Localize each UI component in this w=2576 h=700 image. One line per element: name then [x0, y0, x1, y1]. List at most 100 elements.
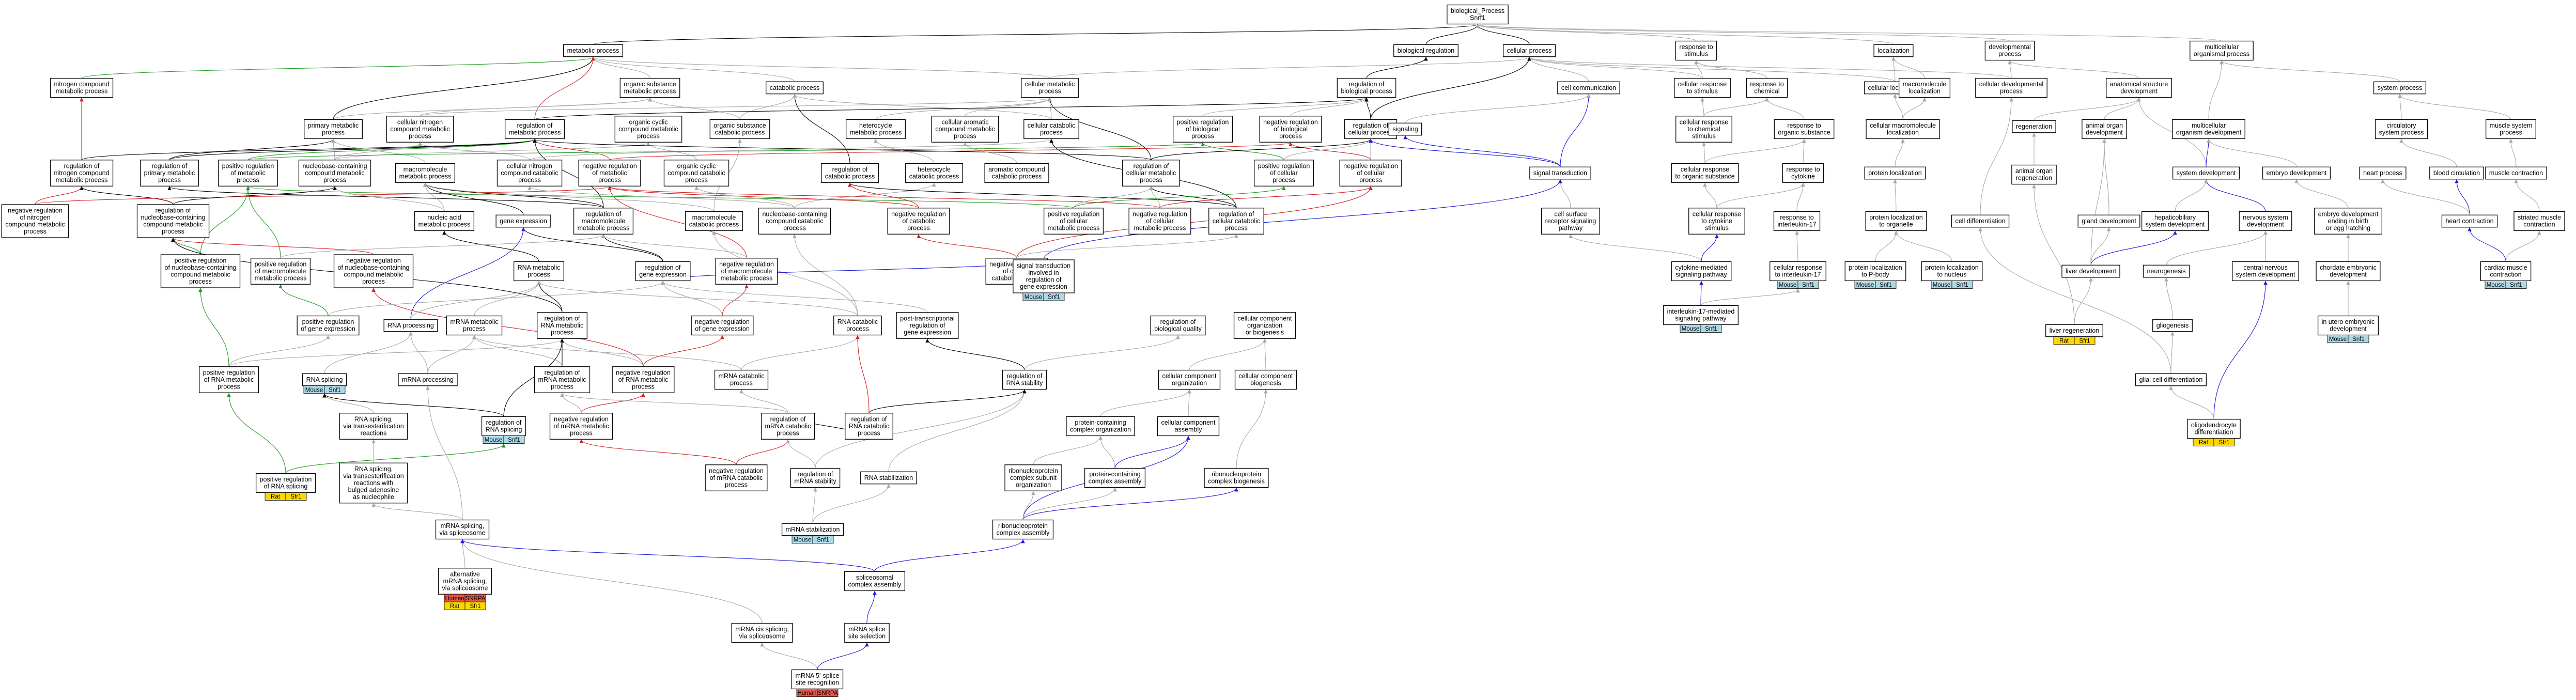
term-label: Snrf1: [1470, 14, 1485, 22]
term-box: [758, 208, 831, 235]
term-label: to P-body: [1861, 271, 1889, 278]
term-label: heart process: [2363, 169, 2402, 177]
term-label: mRNA catabolic: [719, 372, 765, 380]
term-label: metabolic process: [624, 88, 676, 95]
is-a-edge: [1569, 234, 1702, 262]
term-label: mRNA splice: [848, 626, 886, 633]
is-a-edge: [35, 186, 612, 205]
is-a-edge: [331, 138, 335, 160]
species-gene-tag: Mouse: [2485, 281, 2506, 289]
term-box: [691, 315, 754, 336]
term-label: cellular component: [1161, 419, 1216, 426]
is-a-edge: [80, 186, 174, 205]
term-label: regulation of: [1134, 162, 1169, 169]
is-a-edge: [739, 94, 797, 120]
term-box: [1204, 468, 1269, 488]
term-box: [1234, 369, 1297, 390]
term-box: [1773, 211, 1821, 231]
term-box: [887, 208, 950, 235]
term-label: or biogenesis: [1246, 329, 1284, 336]
is-a-edge: [1716, 182, 1805, 208]
term-box: [160, 254, 241, 288]
term-box: [504, 119, 565, 139]
svg-text:Sfr1: Sfr1: [2218, 440, 2229, 446]
term-label: hepaticobiliary: [2154, 214, 2196, 221]
term-label: nitrogen compound: [54, 169, 109, 177]
is-a-edge: [1022, 487, 1117, 520]
term-label: to stimulus: [1687, 88, 1718, 95]
is-a-edge: [1189, 338, 1267, 370]
go-term-node: biological regulation: [1393, 44, 1458, 57]
term-label: organic substance: [1778, 129, 1830, 136]
term-label: embryo development: [2318, 210, 2379, 217]
term-label: positive regulation: [1177, 118, 1229, 126]
term-box: [1150, 315, 1206, 336]
is-a-edge: [1073, 186, 1153, 208]
term-label: response to: [1780, 214, 1813, 221]
term-box: [514, 261, 564, 282]
term-box: [297, 315, 360, 336]
term-label: process: [632, 383, 655, 390]
term-label: of gene expression: [695, 325, 750, 333]
term-label: process: [1040, 129, 1063, 136]
term-box: [2485, 166, 2547, 180]
svg-text:Mouse: Mouse: [1779, 282, 1797, 288]
species-gene-tag: SNRPA: [817, 689, 839, 697]
term-label: animal organ: [2086, 122, 2123, 129]
species-gene-tag: Sfr1: [2074, 336, 2096, 345]
term-label: regulation of: [545, 315, 580, 322]
go-term-node: RNA splicing,via transesterificationreac…: [339, 413, 408, 440]
is-a-edge: [2206, 138, 2211, 167]
term-label: differentiation: [2195, 429, 2233, 436]
go-term-node: mRNA splicing,via spliceosome: [435, 519, 490, 540]
term-label: RNA splicing,: [354, 415, 393, 423]
term-label: of nucleobase-containing: [165, 264, 237, 271]
term-label: process: [218, 383, 240, 390]
is-a-edge: [794, 182, 936, 208]
is-a-edge: [2399, 138, 2457, 167]
term-label: complex assembly: [1089, 478, 1142, 485]
term-label: organic substance: [624, 81, 676, 88]
term-box: [198, 366, 259, 393]
is-a-edge: [472, 335, 742, 370]
term-label: cellular response: [1774, 264, 1823, 271]
term-box: [1344, 119, 1398, 139]
term-box: [2316, 261, 2381, 282]
is-a-edge: [198, 288, 229, 367]
term-label: complex assembly: [848, 581, 902, 588]
is-a-edge: [712, 230, 858, 316]
term-label: glial cell differentiation: [2139, 376, 2203, 383]
term-box: [1122, 160, 1180, 186]
term-label: of nitrogen: [20, 214, 50, 221]
term-label: assembly: [1175, 426, 1203, 433]
svg-text:Mouse: Mouse: [2329, 336, 2347, 343]
term-label: compound catabolic: [501, 169, 558, 177]
is-a-edge: [371, 503, 463, 520]
is-a-edge: [460, 539, 875, 572]
is-a-edge: [2090, 227, 2111, 266]
is-a-edge: [167, 186, 604, 209]
is-a-edge: [529, 138, 1053, 161]
term-label: regulation of: [770, 415, 806, 423]
svg-text:Mouse: Mouse: [305, 387, 323, 393]
is-a-edge: [1702, 142, 1706, 164]
go-term-node: regeneration: [2012, 120, 2056, 133]
is-a-edge: [1527, 56, 2012, 79]
